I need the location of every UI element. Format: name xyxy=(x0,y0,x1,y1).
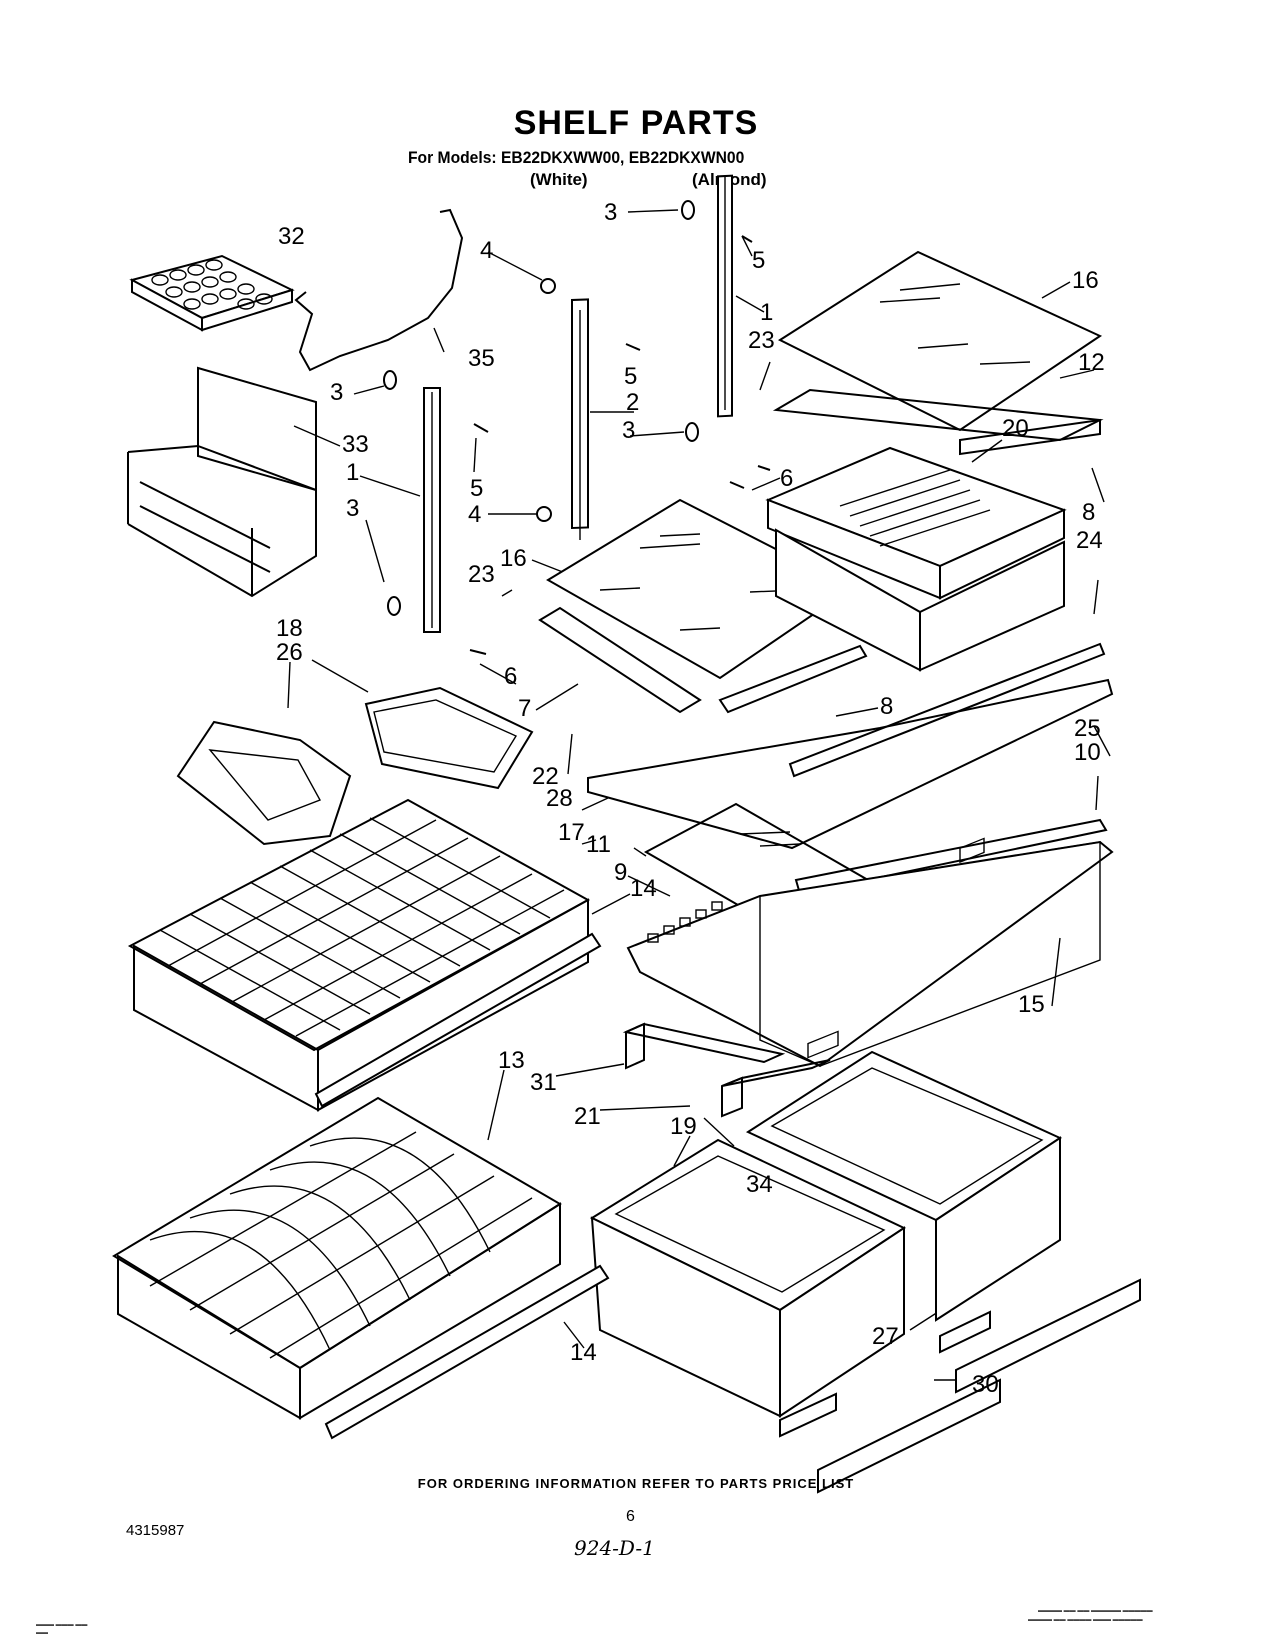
part-label-25: 25 xyxy=(1074,715,1101,742)
document-number: 4315987 xyxy=(126,1522,185,1539)
part-label-8b: 8 xyxy=(880,693,893,720)
part-label-3b: 3 xyxy=(330,379,343,406)
part-label-3a: 3 xyxy=(604,199,617,226)
lower-glide-drawing xyxy=(324,1264,610,1440)
part-label-5c: 5 xyxy=(470,475,483,502)
upper-wire-basket-drawing xyxy=(127,798,591,1112)
part-label-8a: 8 xyxy=(1082,499,1095,526)
part-label-34: 34 xyxy=(746,1171,773,1198)
white-label: (White) xyxy=(530,170,588,189)
part-label-35: 35 xyxy=(468,345,495,372)
drawer-front-panels-drawing xyxy=(779,1278,1141,1494)
crisper-drawers-drawing xyxy=(589,837,1063,1418)
part-label-3c: 3 xyxy=(622,417,635,444)
part-label-15: 15 xyxy=(1018,991,1045,1018)
part-label-4b: 4 xyxy=(468,501,481,528)
part-label-32: 32 xyxy=(278,223,305,250)
small-parts-drawing xyxy=(383,200,771,655)
part-label-5b: 5 xyxy=(624,363,637,390)
upper-glide-drawing xyxy=(314,932,602,1108)
part-label-13: 13 xyxy=(498,1047,525,1074)
part-label-11: 11 xyxy=(586,831,611,858)
part-label-10: 10 xyxy=(1074,739,1101,766)
part-label-6a: 6 xyxy=(780,465,793,492)
part-number-labels: 3 32 4 5 1 16 23 35 12 3 5 2 3 20 33 1 5… xyxy=(276,199,1105,1398)
part-label-16a: 16 xyxy=(1072,267,1099,294)
lower-wire-basket-drawing xyxy=(112,1096,562,1420)
part-label-23b: 23 xyxy=(468,561,495,588)
part-label-4a: 4 xyxy=(480,237,493,264)
part-label-12: 12 xyxy=(1078,349,1105,376)
model-numbers: For Models: EB22DKXWW00, EB22DKXWN00 xyxy=(408,148,745,167)
page-title: SHELF PARTS xyxy=(513,104,759,142)
handwritten-code: 924-D-1 xyxy=(574,1536,655,1560)
part-label-5a: 5 xyxy=(752,247,765,274)
ordering-note: FOR ORDERING INFORMATION REFER TO PARTS … xyxy=(417,1476,855,1491)
ice-tray-drawing xyxy=(129,254,295,332)
fine-print-right-1: ▬▬▬▬ ▬▬ ▬▬ ▬▬▬▬▬ ▬▬▬▬▬ xyxy=(1038,1608,1153,1614)
part-label-19: 19 xyxy=(670,1113,697,1140)
slide-rails-drawing xyxy=(622,1022,831,1118)
wire-rod-drawing xyxy=(294,208,464,372)
part-label-27: 27 xyxy=(872,1323,899,1350)
part-label-1b: 1 xyxy=(346,459,359,486)
part-label-24: 24 xyxy=(1076,527,1103,554)
page-number: 6 xyxy=(626,1508,635,1525)
part-label-31: 31 xyxy=(530,1069,557,1096)
fine-print-right-2: ▬▬▬▬ ▬▬ ▬▬▬▬ ▬▬▬ ▬▬▬▬▬ xyxy=(1028,1617,1143,1623)
part-label-2: 2 xyxy=(626,389,639,416)
part-label-30: 30 xyxy=(972,1371,999,1398)
part-label-16b: 16 xyxy=(500,545,527,572)
part-label-7: 7 xyxy=(518,695,531,722)
part-label-33: 33 xyxy=(342,431,369,458)
fine-print-left-2: ▬▬ xyxy=(36,1630,48,1636)
part-label-23a: 23 xyxy=(748,327,775,354)
part-label-28: 28 xyxy=(546,785,573,812)
part-label-26: 26 xyxy=(276,639,303,666)
part-label-1a: 1 xyxy=(760,299,773,326)
door-bins-drawing xyxy=(176,686,534,846)
leader-lines xyxy=(287,209,1111,1381)
shelf-frames-drawing xyxy=(538,388,1114,896)
part-label-18: 18 xyxy=(276,615,303,642)
part-label-20: 20 xyxy=(1002,415,1029,442)
meat-pan-drawing xyxy=(765,446,1067,672)
fine-print-left-1: ▬▬▬ ▬▬▬ ▬▬ xyxy=(36,1622,88,1628)
shelf-rails-drawing xyxy=(423,174,733,633)
wire-shelf-drawing xyxy=(127,366,317,598)
part-label-17: 17 xyxy=(558,819,585,846)
part-label-9: 9 xyxy=(614,859,627,886)
crisper-cover-drawing xyxy=(626,840,1114,1068)
part-label-22: 22 xyxy=(532,763,559,790)
part-label-14b: 14 xyxy=(570,1339,597,1366)
part-label-6b: 6 xyxy=(504,663,517,690)
part-label-14a: 14 xyxy=(630,875,657,902)
part-label-21: 21 xyxy=(574,1103,601,1130)
part-label-3d: 3 xyxy=(346,495,359,522)
